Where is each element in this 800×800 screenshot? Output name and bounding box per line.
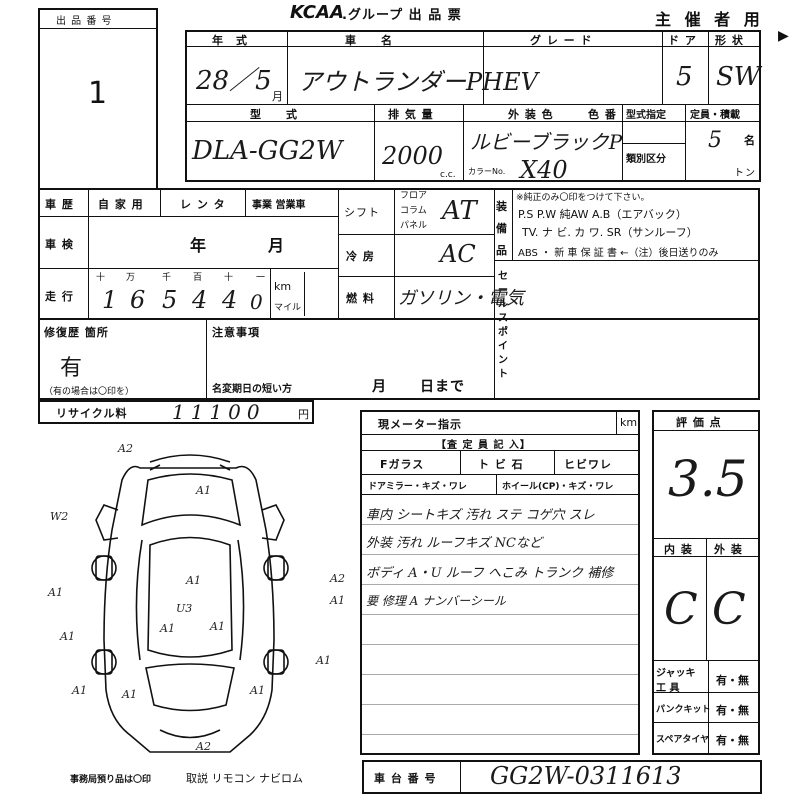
damage-mark: A1: [159, 622, 175, 635]
color-number: X40: [520, 156, 568, 184]
inspection-note: 要 修理 A ナンバーシール: [366, 594, 506, 608]
mileage-digit: 1: [102, 286, 118, 314]
repair-table: [38, 318, 760, 400]
mileage-digit: 6: [130, 286, 146, 314]
inspection-note: ボディ A・U ルーフ へこみ トランク 補修: [366, 566, 614, 581]
shift-type: AT: [442, 196, 477, 226]
model-code: DLA-GG2W: [192, 136, 343, 166]
equipment-line-3: ABS ・ 新 車 保 証 書 ←（注）後日送りのみ: [518, 248, 719, 259]
damage-mark: A1: [71, 684, 87, 697]
damage-mark: W2: [50, 510, 68, 523]
recycle-fee-box: [38, 400, 314, 424]
damage-mark: A1: [185, 574, 201, 587]
door-count: 5: [676, 62, 693, 92]
damage-mark: A1: [329, 594, 345, 607]
lot-number-label: 出 品 番 号: [56, 16, 113, 27]
air-conditioning: AC: [440, 240, 476, 268]
interior-grade: C: [664, 584, 698, 635]
damage-mark: A2: [195, 740, 211, 753]
organizer-label: 主 催 者 用: [655, 10, 764, 29]
damage-mark: A1: [249, 684, 265, 697]
fuel-type: ガソリン・電気: [398, 288, 524, 309]
damage-mark: A1: [47, 586, 63, 599]
arrow-icon: ▶: [778, 28, 789, 44]
lot-number: 1: [88, 76, 108, 111]
exterior-grade: C: [712, 584, 746, 635]
damage-mark: A1: [59, 630, 75, 643]
mileage-digit: 5: [162, 286, 178, 314]
vehicle-table: [185, 30, 761, 182]
recycle-fee: 11100: [172, 400, 266, 424]
exterior-color: ルビーブラックP: [470, 130, 623, 154]
displacement: 2000: [382, 142, 444, 170]
vehicle-name: アウトランダーPHEV: [298, 68, 538, 96]
chassis-number: GG2W-0311613: [490, 762, 682, 790]
mileage-digit: 4: [192, 286, 208, 314]
damage-mark: A1: [209, 620, 225, 633]
form-title: .グループ 出 品 票: [342, 8, 462, 23]
model-year: 28／5: [196, 66, 272, 96]
rating-score: 3.5: [668, 450, 748, 508]
mileage-digit: 0: [250, 290, 263, 314]
repair-history-value: 有: [60, 356, 83, 381]
damage-mark: A2: [117, 442, 133, 455]
inspection-note: 車内 シートキズ 汚れ ステ コゲ穴 スレ: [366, 508, 595, 523]
damage-mark: A1: [195, 484, 211, 497]
inspection-note: 外装 汚れ ルーフキズ NCなど: [366, 536, 542, 551]
score-box: [652, 410, 760, 755]
damage-mark: A1: [121, 688, 137, 701]
equipment-line-1: P.S P.W 純AW A.B（エアバック）: [518, 208, 687, 221]
inspection-box: [360, 410, 640, 755]
brand-logo: KCAA: [290, 2, 344, 23]
capacity: 5: [708, 128, 722, 153]
damage-mark: U3: [176, 602, 192, 615]
damage-mark: A2: [329, 572, 345, 585]
equipment-line-2: TV. ナ ビ. カ ワ. SR（サンルーフ）: [522, 226, 698, 239]
mileage-digit: 4: [222, 286, 238, 314]
chassis-number-box: [362, 760, 762, 794]
body-shape: SW: [716, 62, 761, 92]
damage-mark: A1: [315, 654, 331, 667]
